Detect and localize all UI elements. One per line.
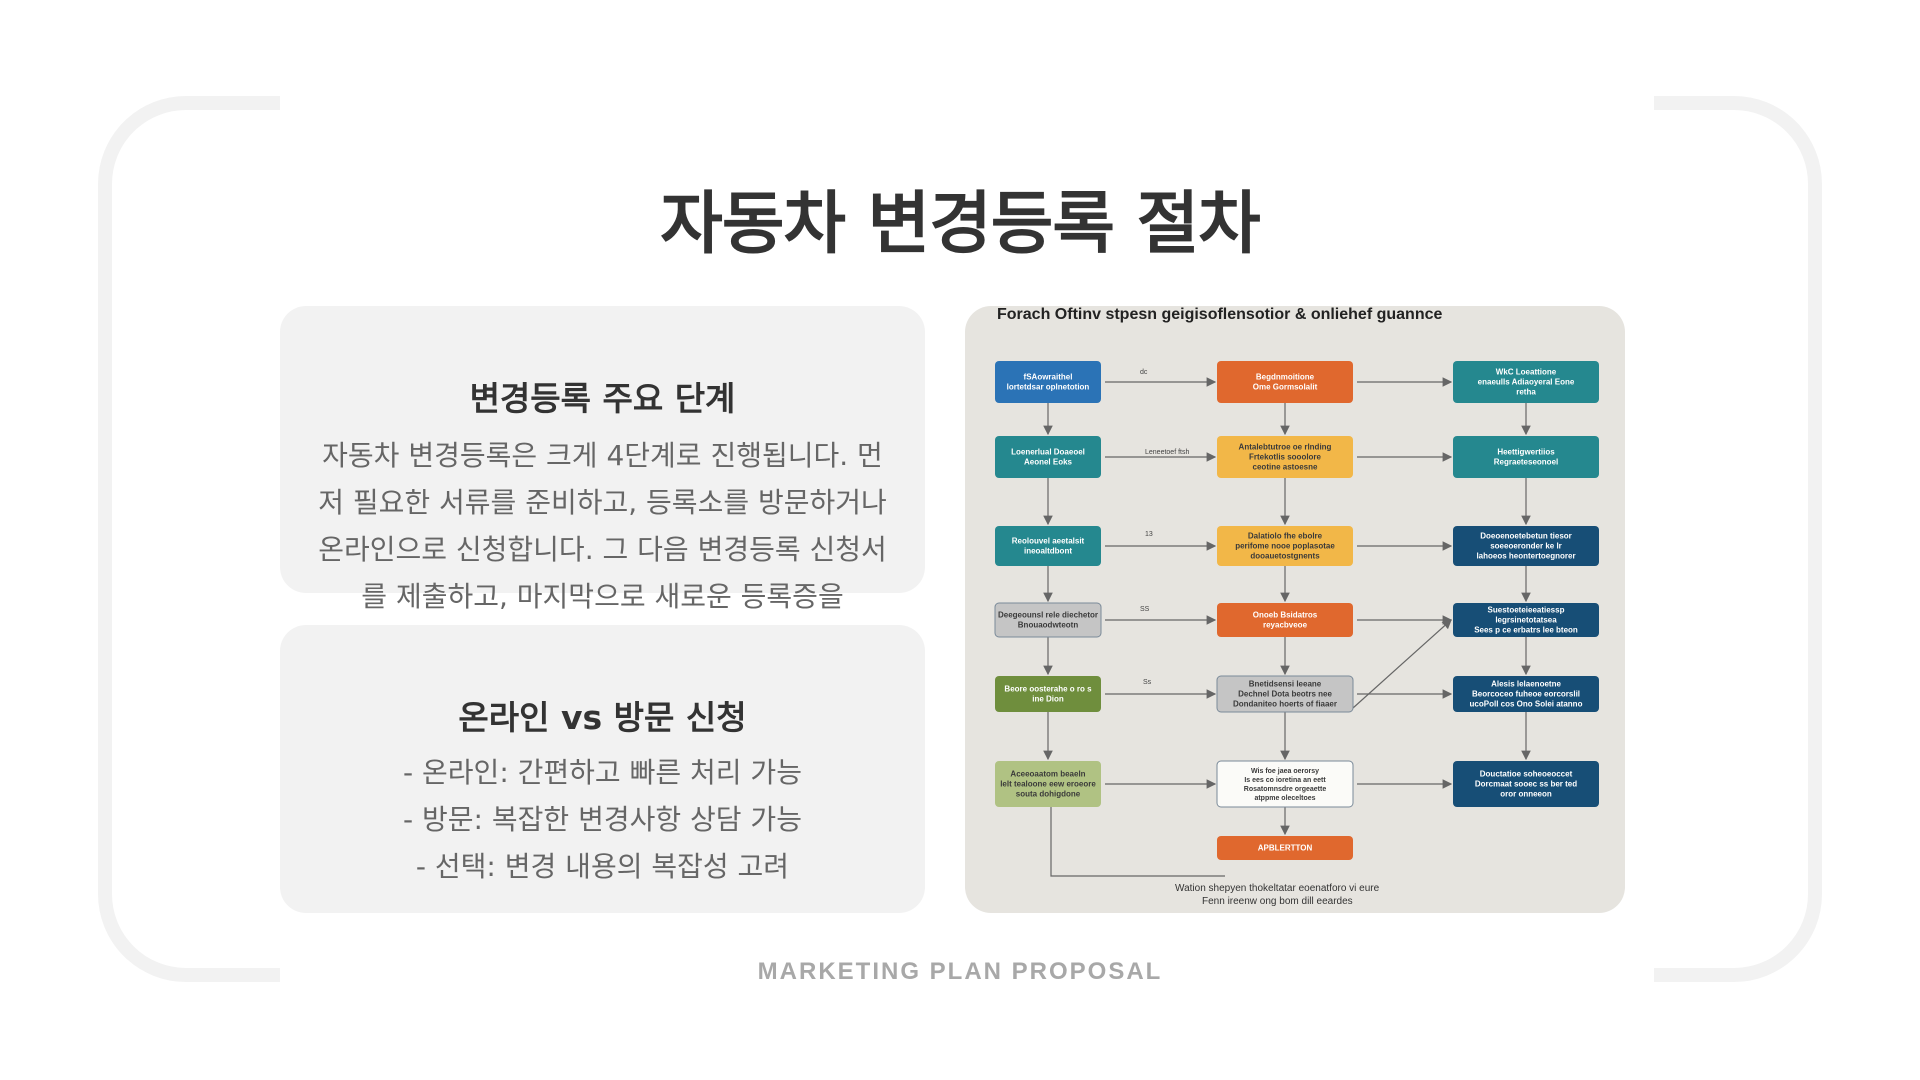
flow-box-text: lortetdsar oplnetotion	[1007, 383, 1090, 392]
flow-box-left-5: Beore oosterahe o ro sine Dion	[995, 676, 1101, 712]
flow-box-text: Dorcmaat sooec ss ber ted	[1475, 780, 1577, 789]
flow-side-note: Ss	[1143, 679, 1152, 686]
flow-box-text: atppme oleceltoes	[1254, 795, 1315, 802]
compare-card-body: - 온라인: 간편하고 빠른 처리 가능 - 방문: 복잡한 변경사항 상담 가…	[310, 749, 895, 890]
flow-box-mid-7: APBLERTTON	[1217, 836, 1353, 860]
flow-arrow-loop	[1050, 807, 1225, 877]
flow-box-text: dooauetostgnents	[1250, 552, 1320, 561]
flow-side-note: SS	[1140, 606, 1150, 613]
flow-box-text: ine Dion	[1032, 695, 1064, 704]
frame-gap-bottom	[280, 962, 1654, 988]
flow-box-text: Aceeoaatom beaeln	[1010, 770, 1085, 779]
compare-line-choice: - 선택: 변경 내용의 복잡성 고려	[415, 850, 790, 883]
compare-card-title: 온라인 vs 방문 신청	[458, 698, 747, 737]
slide-footer: MARKETING PLAN PROPOSAL	[757, 958, 1163, 985]
flow-box-text: lelt tealoone eew eroeore	[1000, 780, 1096, 789]
flow-box-text: Loenerlual Doaeoel	[1011, 448, 1085, 457]
flow-box-text: Heettigwertiios	[1497, 448, 1555, 457]
flow-box-text: Regraeteseonoel	[1494, 458, 1558, 467]
flow-box-text: Rosatomnsdre orgeaette	[1244, 786, 1327, 793]
flow-box-text: legrsinetotatsea	[1495, 616, 1557, 625]
flow-box-text: Suestoeteieeatiessp	[1488, 606, 1565, 615]
slide-title: 자동차 변경등록 절차	[660, 185, 1260, 264]
flow-box-text: reyacbveoe	[1263, 621, 1308, 630]
flow-box-text: ucoPoll cos Ono Solei atanno	[1470, 700, 1583, 709]
flow-side-note: Leneetoef ftsh	[1145, 449, 1189, 456]
steps-card-title: 변경등록 주요 단계	[469, 379, 736, 418]
compare-line-visit: - 방문: 복잡한 변경사항 상담 가능	[403, 803, 802, 836]
flow-box-right-4: SuestoeteieeatiessplegrsinetotatseaSees …	[1453, 603, 1599, 637]
flow-box-text: enaeulls Adiaoyeral Eone	[1478, 378, 1575, 387]
flowchart-caption-2: Fenn ireenw ong bom dill eeardes	[1202, 896, 1353, 907]
flow-box-mid-6: Wis foe jaea oerorsy Is ees co ioretina a…	[1216, 760, 1354, 808]
compare-line-online: - 온라인: 간편하고 빠른 처리 가능	[403, 756, 802, 789]
flow-box-text: Dalatiolo fhe ebolre	[1248, 532, 1323, 541]
compare-card: 온라인 vs 방문 신청 - 온라인: 간편하고 빠른 처리 가능 - 방문: …	[280, 625, 925, 913]
steps-card-body: 자동차 변경등록은 크게 4단계로 진행됩니다. 먼저 필요한 서류를 준비하고…	[318, 439, 887, 613]
flow-box-text: Is ees co ioretina an eett	[1244, 777, 1326, 784]
flow-side-note: dc	[1140, 369, 1148, 376]
flow-box-text: Antalebtutroe oe rlnding	[1239, 443, 1332, 452]
flow-side-note: 13	[1145, 531, 1153, 538]
flow-box-text: perifome nooe poplasotae	[1235, 542, 1335, 551]
flow-box-text: Onoeb Bsidatros	[1253, 611, 1318, 620]
flow-box-text: ceotine astoesne	[1253, 463, 1318, 472]
flow-box-text: Bnouaodwteotn	[1018, 621, 1079, 630]
flow-box-text: APBLERTTON	[1258, 844, 1313, 853]
flow-box-text: souta dohigdone	[1016, 790, 1081, 799]
flow-box-text: Beore oosterahe o ro s	[1004, 685, 1092, 694]
flow-box-text: Begdnmoitione	[1256, 373, 1315, 382]
flowchart-heading: Forach Oftinv stpesn geigisoflensotior &…	[997, 306, 1442, 323]
flow-box-text: Alesis lelaenoetne	[1491, 680, 1561, 689]
flowchart-caption-1: Wation shepyen thokeltatar eoenatforo vi…	[1175, 883, 1380, 894]
flow-box-text: Beorcoceo fuheoe eorcorslil	[1472, 690, 1580, 699]
flow-box-text: Dechnel Dota beotrs nee	[1238, 690, 1332, 699]
flow-box-text: Reolouvel aeetalsit	[1012, 537, 1085, 546]
flow-box-text: Bnetidsensi leeane	[1249, 680, 1322, 689]
flow-box-text: Frtekotlis sooolore	[1249, 453, 1322, 462]
flowchart-image: Forach Oftinv stpesn geigisoflensotior &…	[965, 306, 1625, 913]
flow-box-text: Wis foe jaea oerorsy	[1251, 768, 1319, 775]
flow-box-text: retha	[1516, 388, 1536, 397]
flow-box-text: Douctatioe soheoeoccet	[1480, 770, 1573, 779]
frame-gap-top	[280, 90, 1654, 116]
flow-box-text: soeeoeronder ke lr	[1490, 542, 1562, 551]
flow-box-text: Sees p ce erbatrs lee bteon	[1474, 626, 1578, 635]
flow-box-text: Deegeounsl rele diechetor	[998, 611, 1098, 620]
flow-arrow-diagonal	[1352, 619, 1452, 709]
flow-box-text: WkC Loeattione	[1496, 368, 1557, 377]
flow-box-text: Dondaniteo hoerts of fiaaer	[1233, 700, 1337, 709]
flow-box-text: Ome Gormsolalit	[1253, 383, 1318, 392]
flow-box-text: oror onneeon	[1500, 790, 1552, 799]
flow-box-text: Doeoenoetebetun tiesor	[1480, 532, 1572, 541]
steps-card: 변경등록 주요 단계 자동차 변경등록은 크게 4단계로 진행됩니다. 먼저 필…	[280, 306, 925, 613]
flowchart-svg: Forach Oftinv stpesn geigisoflensotior &…	[994, 306, 1599, 907]
flow-box-text: ineoaltdbont	[1024, 547, 1072, 556]
flow-box-text: lahoeos heontertoegnorer	[1476, 552, 1575, 561]
flow-box-text: fSAowraithel	[1024, 373, 1073, 382]
flow-box-text: Aeonel Eoks	[1024, 458, 1073, 467]
